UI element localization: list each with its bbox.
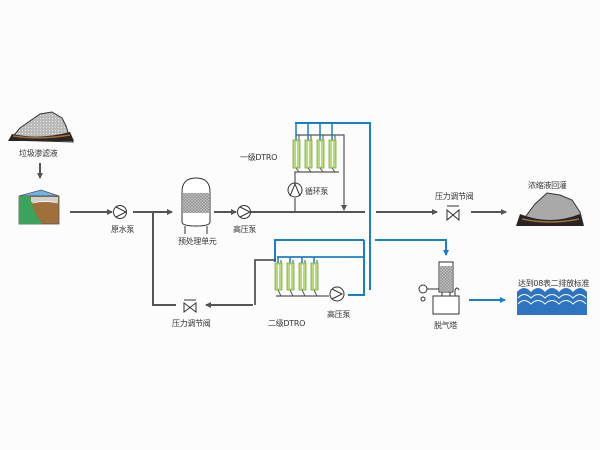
reject-line: [307, 167, 312, 173]
reject-line: [301, 289, 306, 297]
degas-label: 脱气塔: [434, 321, 458, 330]
pretreatment-label: 预处理单元: [178, 237, 217, 246]
leachate-label: 垃圾渗滤液: [19, 149, 58, 158]
pipe: [274, 239, 364, 262]
pipe: [152, 212, 176, 306]
raw-water-pump-icon: [113, 205, 128, 219]
landfill-tank-icon: [18, 189, 60, 225]
dtro-1-label: 一级DTRO: [240, 153, 278, 162]
leachate-pile-icon: [8, 111, 75, 143]
degassing-tower-icon: [418, 261, 460, 315]
raw-pump-label: 原水泵: [111, 225, 135, 234]
reject-line: [331, 167, 336, 173]
dtro-2-label: 二级DTRO: [268, 319, 306, 328]
hp-pump-2-label: 高压泵: [327, 310, 351, 319]
concentrate-label: 浓缩液回灌: [528, 181, 567, 190]
reject-line: [319, 167, 324, 173]
circulation-pump-icon: [287, 182, 303, 198]
reject-line: [277, 289, 282, 297]
hp-pump-1-label: 高压泵: [233, 225, 257, 234]
pretreatment-vessel-icon: [181, 177, 211, 234]
high-pressure-pump-1-icon: [237, 205, 252, 219]
reject-line: [313, 289, 318, 297]
reject-line: [295, 167, 300, 173]
valve-1-label: 压力调节阀: [435, 192, 474, 201]
reject-line: [289, 289, 294, 297]
pressure-valve-2-icon: [183, 299, 197, 313]
dtro-stage-1: [292, 122, 371, 290]
pressure-valve-1-icon: [446, 205, 460, 222]
valve-2-label: 压力调节阀: [172, 319, 211, 328]
discharge-label: 达到08表二排放标准: [518, 279, 590, 288]
pipe: [375, 239, 449, 256]
high-pressure-pump-2-icon: [329, 286, 345, 302]
concentrate-pile-icon: [516, 192, 584, 226]
dtro-stage-2: [254, 240, 365, 305]
discharge-water-icon: [517, 288, 587, 315]
circulation-pump-label: 循环泵: [305, 187, 329, 196]
